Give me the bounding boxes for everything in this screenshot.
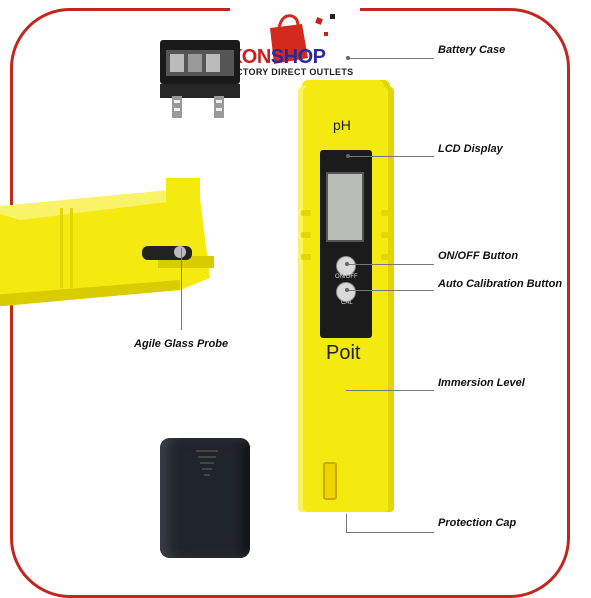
probe-tip (323, 462, 337, 500)
frame-gap (230, 0, 360, 14)
callout-agile-glass-probe: Agile Glass Probe (134, 338, 229, 350)
callout-line-immersion (346, 390, 434, 391)
grip-ridge (381, 210, 391, 216)
battery-case-image (160, 40, 240, 118)
protection-cap-image (160, 438, 250, 558)
pen-immersion-section (298, 392, 394, 512)
callout-line-lcd (348, 156, 434, 157)
shopping-bag-logo-icon (270, 14, 335, 64)
cal-button[interactable] (336, 282, 356, 302)
callout-on-off-button: ON/OFF Button (438, 250, 519, 262)
callout-line-probe (181, 248, 182, 330)
callout-lcd-display: LCD Display (438, 143, 503, 155)
lcd-screen (326, 172, 364, 242)
callout-line-onoff (347, 264, 434, 265)
callout-line-cal (347, 290, 434, 291)
pen-ph-label: pH (333, 117, 351, 133)
callout-auto-calibration-button: Auto Calibration Button (438, 278, 563, 290)
callout-dot (345, 288, 349, 292)
grip-ridge (381, 232, 391, 238)
probe-closeup-image (0, 178, 214, 307)
grip-ridge (381, 254, 391, 260)
on-off-button[interactable] (336, 256, 356, 276)
callout-dot (345, 262, 349, 266)
cal-button-label: CAL (341, 300, 353, 306)
logo-brand-b: SHOP (270, 46, 326, 68)
callout-protection-cap: Protection Cap (438, 517, 517, 529)
pen-brand-label: Poit (326, 342, 361, 364)
callout-battery-case: Battery Case (438, 44, 506, 56)
grip-ridge (301, 210, 311, 216)
grip-ridge (301, 232, 311, 238)
grip-ridge (301, 254, 311, 260)
callout-line-cap-vertical (346, 514, 347, 532)
callout-line-cap (346, 532, 434, 533)
on-off-button-label: ON/OFF (335, 274, 358, 280)
callout-line-battery (348, 58, 434, 59)
callout-dot (346, 56, 350, 60)
callout-dot (346, 154, 350, 158)
callout-immersion-level: Immersion Level (438, 377, 525, 389)
logo-tagline: FACTORY DIRECT OUTLETS (224, 67, 354, 77)
cap-vent-icon (196, 450, 218, 476)
